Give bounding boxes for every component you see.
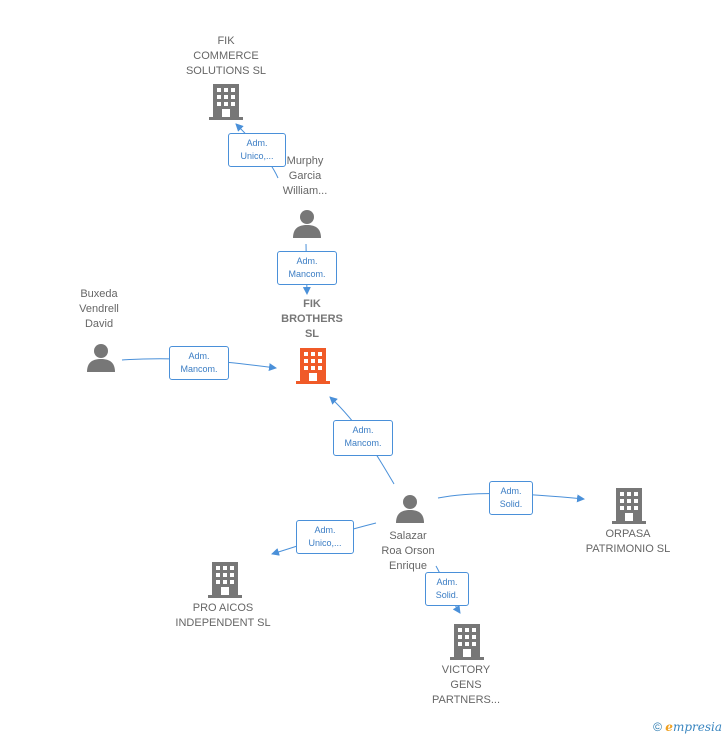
building-main-icon[interactable] [296,348,330,384]
person-icon[interactable] [395,493,425,523]
copyright-icon: © [653,720,662,734]
building-icon[interactable] [450,624,484,660]
building-icon[interactable] [209,84,243,120]
edge-label-salazar-proaicos[interactable]: Adm. Unico,... [296,520,354,554]
building-icon[interactable] [208,562,242,598]
footer-brand: © empresia [653,720,722,734]
edge-label-murphy-fikbrothers[interactable]: Adm. Mancom. [277,251,337,285]
node-label-buxeda: Buxeda Vendrell David [79,288,119,330]
edge-label-salazar-victory[interactable]: Adm. Solid. [425,572,469,606]
person-icon[interactable] [86,342,116,372]
edge-label-salazar-orpasa[interactable]: Adm. Solid. [489,481,533,515]
node-label-victory: VICTORY GENS PARTNERS... [431,664,501,706]
building-icon[interactable] [612,488,646,524]
node-label-orpasa: ORPASA PATRIMONIO SL [585,528,671,555]
node-label-fik-commerce: FIK COMMERCE SOLUTIONS SL [185,35,267,77]
node-label-pro-aicos: PRO AICOS INDEPENDENT SL [175,602,271,629]
brand-logo: empresia [665,720,722,734]
edge-label-buxeda-fikbrothers[interactable]: Adm. Mancom. [169,346,229,380]
node-label-salazar: Salazar Roa Orson Enrique [381,530,435,572]
node-label-murphy: Murphy Garcia William... [282,155,328,197]
edge-label-salazar-fikbrothers[interactable]: Adm. Mancom. [333,420,393,456]
edge-label-murphy-fikcommerce[interactable]: Adm. Unico,... [228,133,286,167]
person-icon[interactable] [292,208,322,238]
node-label-fik-brothers: FIK BROTHERS SL [281,298,343,340]
